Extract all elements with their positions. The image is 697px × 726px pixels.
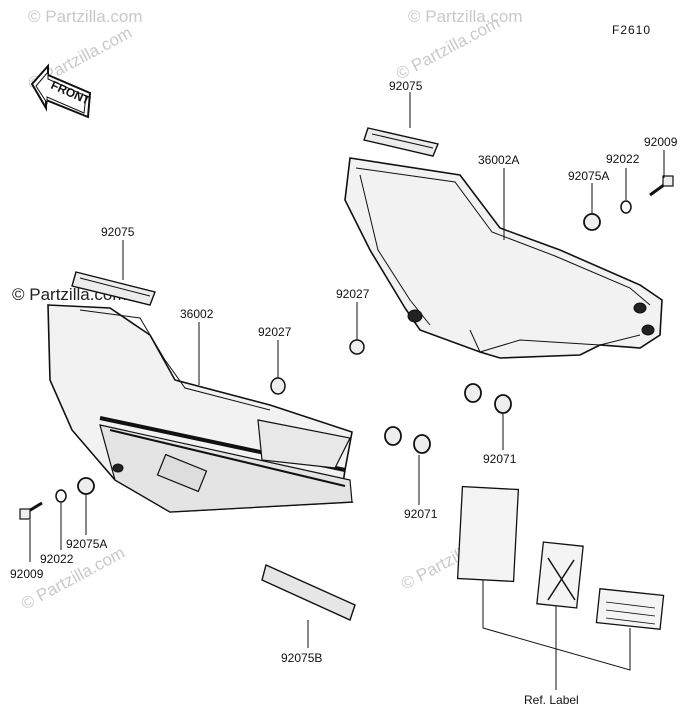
label-ref-label: Ref. Label — [524, 693, 579, 707]
label-left-seal: 92075 — [101, 225, 135, 239]
part-labels: 92075 36002A 92075A 92022 92009 92027 92… — [10, 79, 678, 707]
right-side-cover — [344, 157, 663, 359]
label-right-bolt: 92009 — [644, 135, 678, 149]
label-left-damper-small: 92075A — [66, 537, 107, 551]
label-right-dampers: 92071 — [483, 452, 517, 466]
fasteners — [19, 175, 674, 520]
label-left-grommet: 92027 — [258, 325, 292, 339]
left-side-cover — [47, 304, 354, 513]
label-left-bolt: 92009 — [10, 567, 44, 581]
label-left-dampers: 92071 — [404, 507, 438, 521]
label-right-cover: 36002A — [478, 153, 519, 167]
leader-lines — [29, 92, 665, 690]
label-right-grommet: 92027 — [336, 287, 370, 301]
right-seal-strip — [363, 127, 439, 157]
label-right-damper-small: 92075A — [568, 169, 609, 183]
label-right-washer: 92022 — [606, 152, 640, 166]
label-left-cover: 36002 — [180, 307, 214, 321]
pad-strip — [261, 564, 356, 621]
reference-decals — [456, 485, 665, 630]
label-left-washer: 92022 — [40, 552, 74, 566]
label-right-seal: 92075 — [389, 79, 423, 93]
watermark: © Partzilla.com — [28, 7, 143, 26]
left-seal-strip — [71, 271, 156, 306]
watermark: © Partzilla.com — [408, 7, 523, 26]
label-pad: 92075B — [281, 651, 322, 665]
figure-code: F2610 — [612, 23, 651, 37]
